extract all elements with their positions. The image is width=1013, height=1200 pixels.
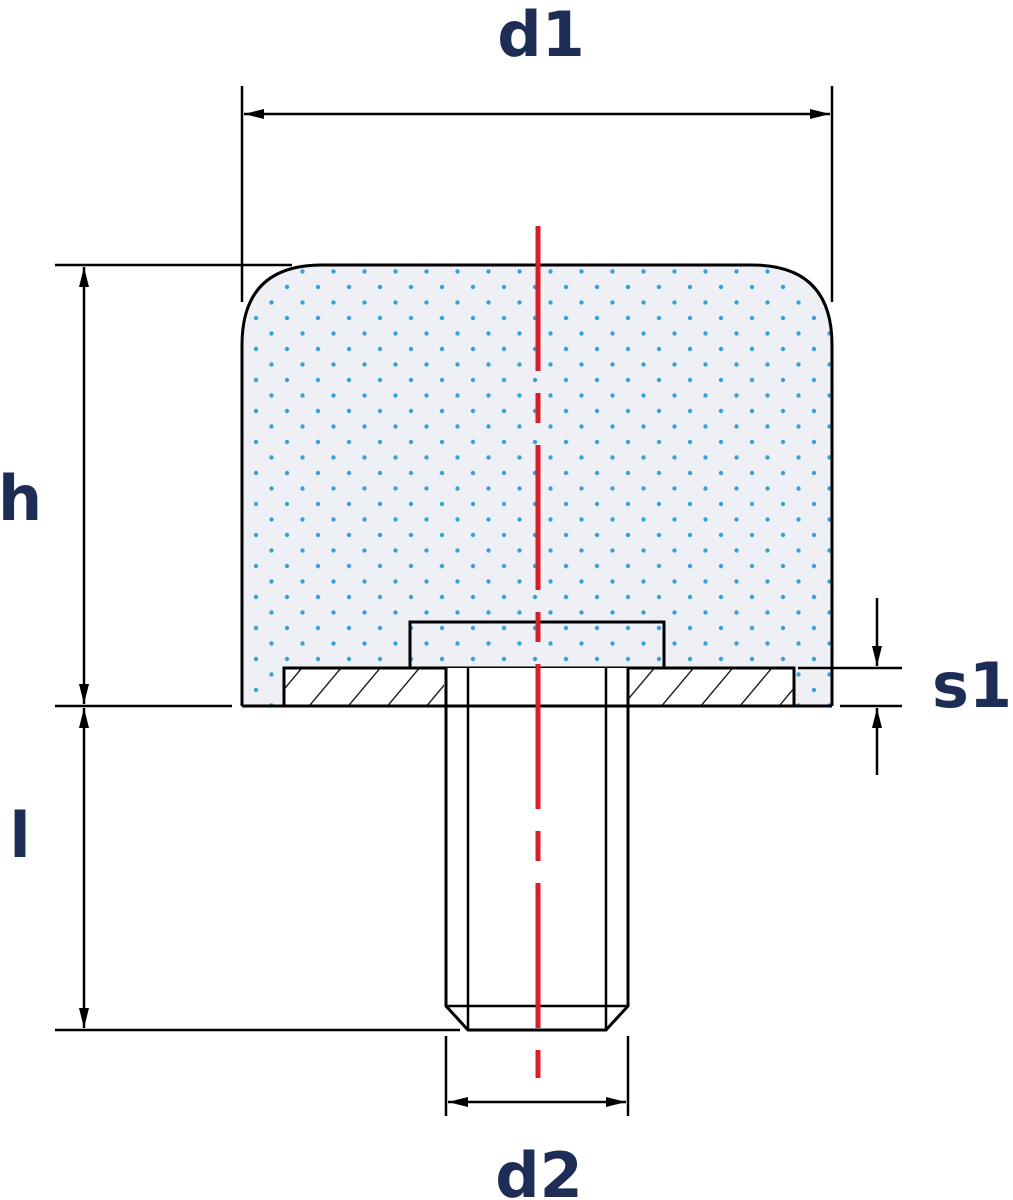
dimension-l [55,708,460,1032]
metal-plate [282,666,796,708]
dimension-h [55,263,292,708]
label-s1: s1 [932,649,1012,722]
label-d1: d1 [497,0,585,71]
label-d2: d2 [495,1139,583,1200]
dimension-d2 [444,1036,630,1116]
label-l: l [9,799,30,872]
dimension-s1 [798,598,902,775]
label-h: h [0,462,42,535]
